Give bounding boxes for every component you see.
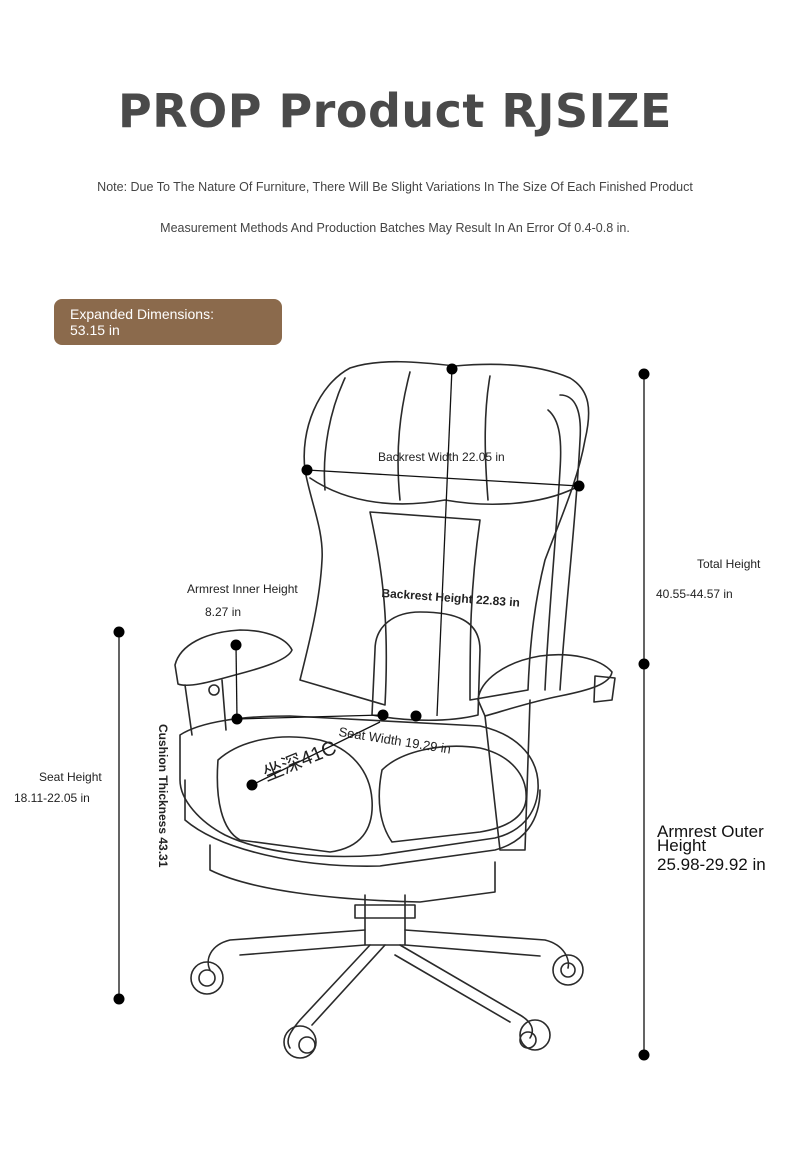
base-leg-left-2 — [239, 944, 366, 956]
caster-right — [552, 954, 584, 986]
seat-height-value: 18.11-22.05 in — [14, 791, 90, 805]
left-armrest-pad — [174, 629, 293, 687]
armrest-inner-height-label: Armrest Inner Height — [187, 582, 298, 596]
backrest-width-label: Backrest Width 22.05 in — [378, 450, 505, 464]
backrest-outline — [299, 360, 590, 706]
armrest-inner-height-line — [235, 644, 238, 720]
armrest-outer-top-dot — [638, 658, 650, 670]
armrest-outer-label-1: Armrest Outer — [657, 822, 764, 841]
total-height-bottom-dot — [638, 1049, 650, 1061]
base-leg-front-right-2 — [394, 954, 511, 1023]
footrest-tab — [593, 675, 616, 703]
expanded-dimensions-badge: Expanded Dimensions: 53.15 in — [54, 299, 282, 345]
right-armrest-post — [484, 699, 531, 851]
caster-left — [190, 961, 224, 995]
seat-cushion — [179, 715, 539, 858]
lift-collar — [354, 904, 416, 919]
lumbar-cushion — [371, 611, 481, 722]
caster-front-left — [283, 1025, 317, 1059]
seat-depth-line — [251, 721, 381, 786]
headrest-bottom — [309, 477, 576, 506]
armrest-outer-label-2: Height — [657, 836, 707, 855]
seat-right-pad — [378, 745, 527, 843]
armrest-top-dot — [230, 639, 242, 651]
backrest-left-dot — [301, 464, 313, 476]
backrest-top-dot — [446, 363, 458, 375]
seat-base — [184, 779, 541, 867]
total-height-value: 40.55-44.57 in — [656, 587, 733, 601]
gas-lift — [364, 894, 406, 946]
note-line-1: Note: Due To The Nature Of Furniture, Th… — [97, 180, 693, 194]
headrest-seam-right — [484, 375, 491, 501]
seat-depth-dot — [246, 779, 258, 791]
backrest-width-line — [306, 469, 580, 487]
seat-height-bottom-dot — [113, 993, 125, 1005]
badge-label: Expanded Dimensions: — [70, 306, 214, 322]
backrest-right-dot — [573, 480, 585, 492]
base-leg-left — [207, 929, 366, 971]
total-height-top-dot — [638, 368, 650, 380]
base-leg-right — [404, 929, 570, 969]
left-armrest-post — [184, 679, 227, 736]
armrest-bottom-dot — [231, 713, 243, 725]
base-leg-front-left-2 — [311, 944, 386, 1026]
right-armrest-pad — [477, 653, 613, 717]
base-leg-front-right — [399, 944, 534, 1039]
caster-front-right — [519, 1019, 551, 1051]
side-bar-right — [559, 394, 582, 691]
badge-value: 53.15 in — [70, 322, 120, 338]
seat-front-pad — [216, 736, 373, 853]
headrest-seam-mid — [397, 371, 411, 501]
page-title: PROP Product RJSIZE — [118, 84, 672, 138]
total-height-label: Total Height — [697, 557, 761, 571]
side-bar-right-inner — [544, 409, 562, 691]
backrest-height-line — [436, 367, 453, 717]
note-line-2: Measurement Methods And Production Batch… — [160, 221, 630, 235]
cushion-thickness-label: Cushion Thickness 43.31 — [156, 724, 170, 868]
backrest-bottom-dot — [410, 710, 422, 722]
seat-width-dot — [377, 709, 389, 721]
base-leg-right-2 — [404, 944, 541, 957]
base-leg-front-left — [287, 944, 371, 1049]
armrest-outer-value: 25.98-29.92 in — [657, 855, 766, 874]
seat-height-label: Seat Height — [39, 770, 102, 784]
headrest-seam-left — [323, 377, 346, 491]
seat-width-line — [236, 714, 384, 720]
armrest-inner-height-value: 8.27 in — [205, 605, 242, 619]
footrest — [209, 844, 496, 903]
seat-height-top-dot — [113, 626, 125, 638]
